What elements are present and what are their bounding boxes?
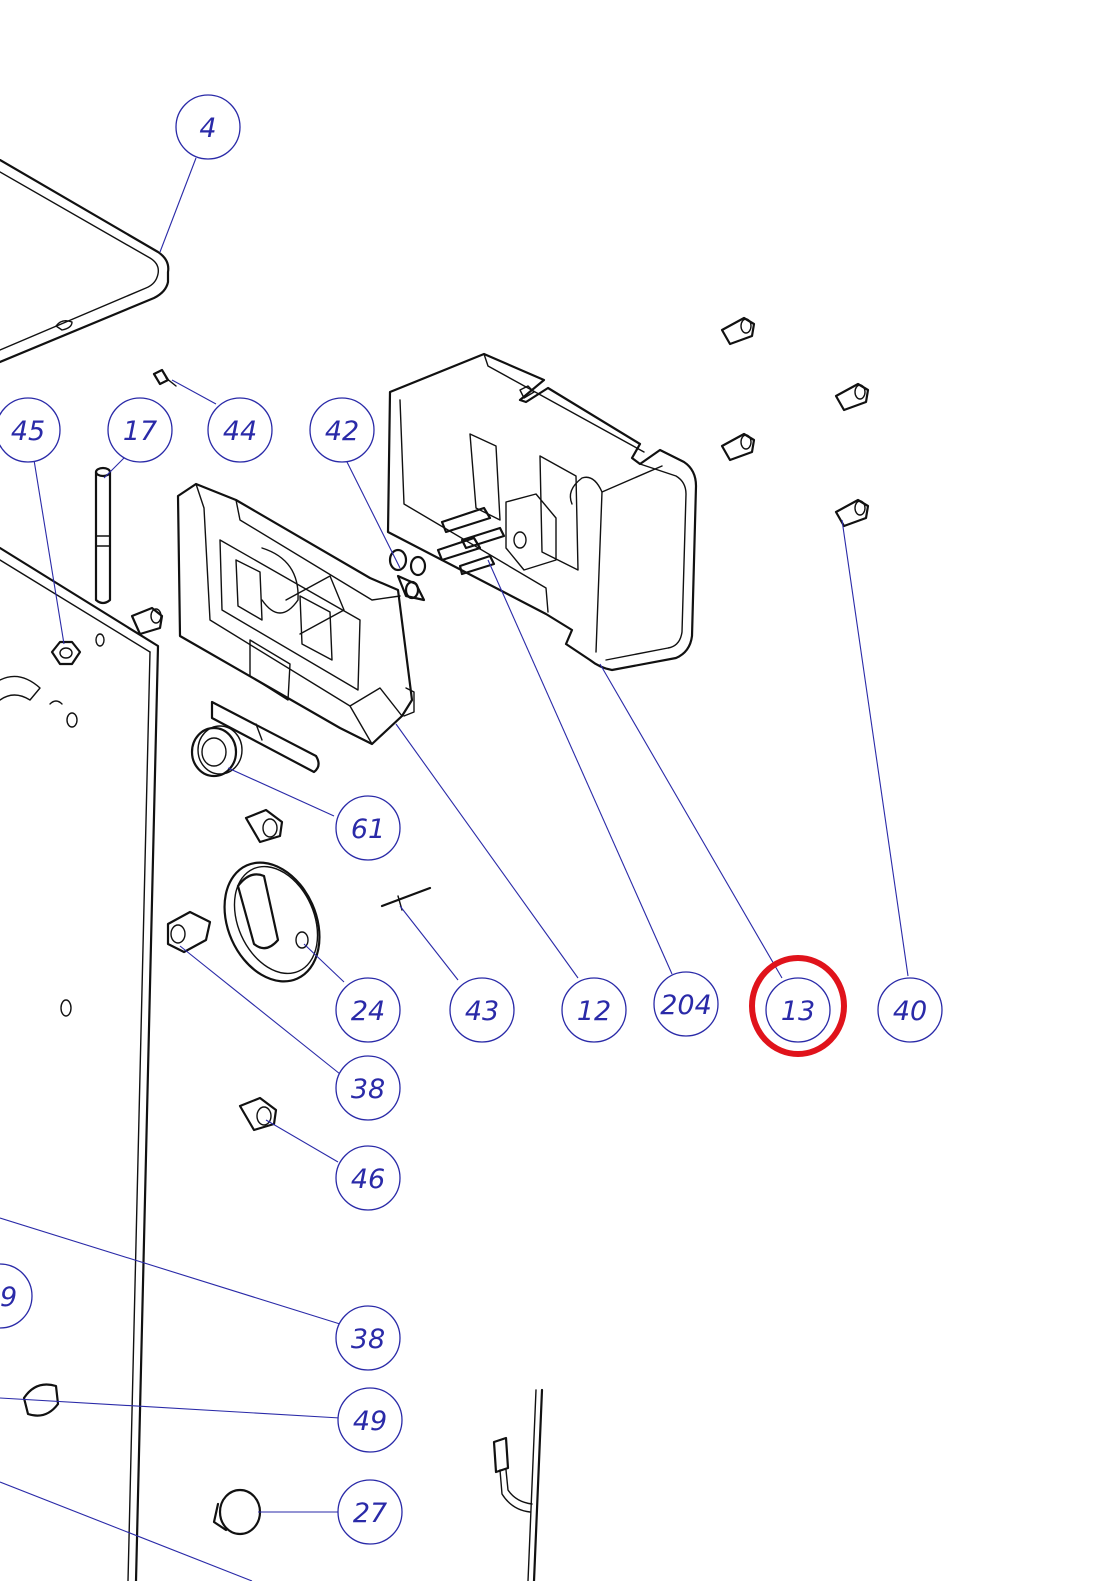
svg-text:27: 27 (353, 1498, 387, 1529)
svg-text:61: 61 (351, 814, 385, 845)
callout-40[interactable]: 40 (877, 977, 943, 1043)
svg-text:13: 13 (781, 996, 815, 1027)
part-rotary-knob (223, 861, 321, 983)
part-cable-assembly (492, 1388, 544, 1581)
svg-text:46: 46 (351, 1164, 385, 1195)
part-bushing-shaft (190, 700, 320, 778)
part-terminal-base (176, 482, 415, 746)
callout-38-lower[interactable]: 38 (335, 1305, 401, 1371)
callout-42[interactable]: 42 (309, 397, 375, 463)
callout-46[interactable]: 46 (335, 1145, 401, 1211)
callout-49[interactable]: 49 (337, 1387, 403, 1453)
callout-45[interactable]: 45 (0, 397, 61, 463)
svg-text:79: 79 (0, 1282, 17, 1313)
highlight-ring-callout-13 (749, 955, 847, 1057)
part-contact-pins (436, 506, 506, 576)
callout-bubbles: 4 45 17 44 42 61 24 43 (0, 94, 943, 1545)
callout-12[interactable]: 12 (561, 977, 627, 1043)
part-thin-pin (380, 886, 432, 911)
callout-38-upper[interactable]: 38 (335, 1055, 401, 1121)
svg-text:43: 43 (465, 996, 499, 1027)
svg-text:204: 204 (660, 990, 712, 1021)
part-housing-stud (130, 606, 164, 636)
callout-43[interactable]: 43 (449, 977, 515, 1043)
part-pin (94, 466, 112, 605)
svg-text:44: 44 (223, 416, 257, 447)
part-washers (388, 548, 427, 602)
callout-79[interactable]: 79 (0, 1263, 33, 1329)
callout-17[interactable]: 17 (107, 397, 173, 463)
svg-text:38: 38 (351, 1074, 385, 1105)
part-screws-40 (720, 316, 870, 528)
svg-text:42: 42 (325, 416, 359, 447)
callout-44[interactable]: 44 (207, 397, 273, 463)
callout-204[interactable]: 204 (653, 971, 719, 1037)
svg-text:38: 38 (351, 1324, 385, 1355)
part-cover-plate (0, 158, 170, 364)
part-screw-mid (244, 808, 284, 844)
callout-61[interactable]: 61 (335, 795, 401, 861)
part-clip (22, 1383, 60, 1417)
line-art (0, 158, 870, 1581)
callout-4[interactable]: 4 (175, 94, 241, 160)
part-screw-46 (238, 1096, 278, 1132)
part-sleeve (166, 910, 212, 954)
callout-13[interactable]: 13 (765, 977, 831, 1043)
part-cover-box (386, 352, 698, 672)
part-nut (50, 640, 82, 666)
part-small-screw (152, 368, 177, 387)
svg-text:17: 17 (123, 416, 157, 447)
svg-text:49: 49 (353, 1406, 387, 1437)
svg-text:12: 12 (577, 996, 611, 1027)
callout-24[interactable]: 24 (335, 977, 401, 1043)
part-plug (212, 1488, 262, 1536)
svg-text:40: 40 (893, 996, 927, 1027)
svg-text:45: 45 (11, 416, 45, 447)
leader-lines (0, 157, 909, 1581)
svg-text:4: 4 (199, 113, 216, 144)
callout-27[interactable]: 27 (337, 1479, 403, 1545)
svg-text:24: 24 (351, 996, 385, 1027)
part-main-housing (0, 546, 160, 1581)
